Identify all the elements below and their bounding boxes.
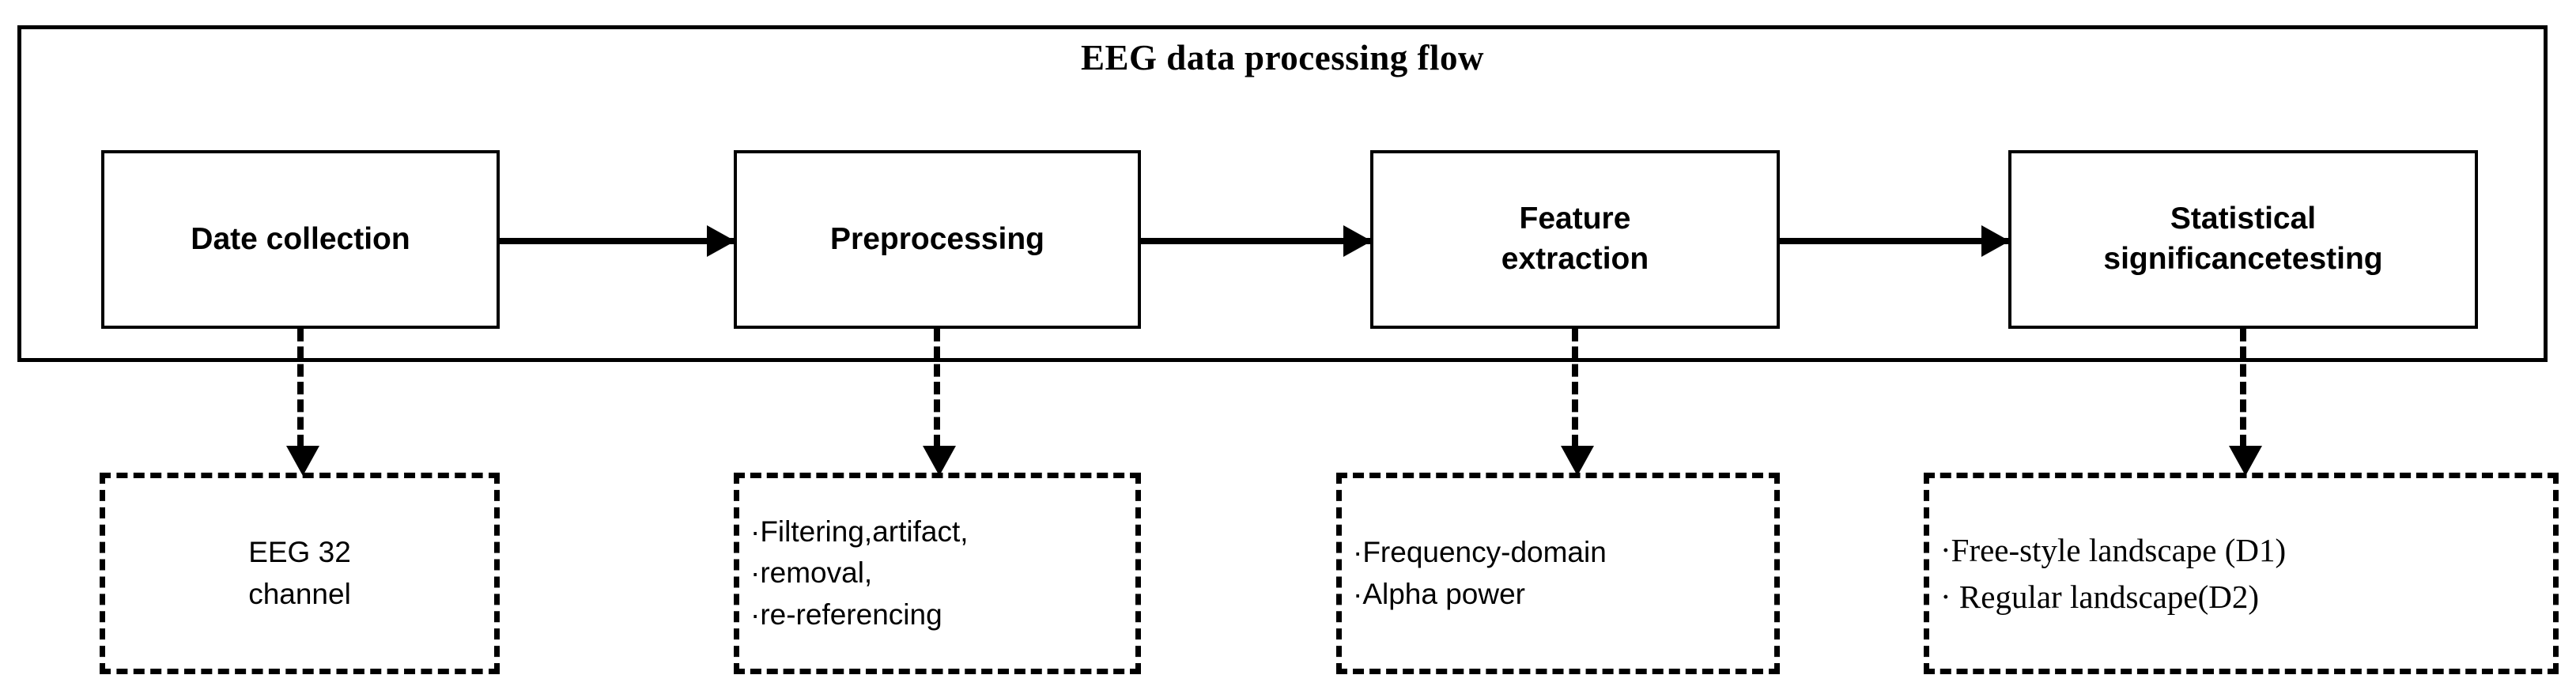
stage-label-line: Statistical <box>2170 202 2317 236</box>
detail-box-statistical-testing[interactable]: ·Free-style landscape (D1) · Regular lan… <box>1924 473 2559 674</box>
stage-label-line: Date collection <box>191 221 410 256</box>
arrow-head <box>1343 225 1372 257</box>
drop-arrow-down-dashed-icon <box>1561 329 1594 476</box>
detail-line: EEG 32 <box>248 535 351 568</box>
stage-label-line: significancetesting <box>2103 242 2383 276</box>
detail-line: channel <box>248 577 351 610</box>
stage-label-line: Feature <box>1519 202 1631 236</box>
arrow-head <box>286 446 319 476</box>
detail-line: ·Frequency-domain <box>1353 535 1607 568</box>
detail-box-preprocessing[interactable]: ·Filtering,artifact, ·removal, ·re-refer… <box>734 473 1141 674</box>
stage-box-preprocessing[interactable]: Preprocessing <box>734 150 1141 329</box>
flow-arrow-right-icon <box>1780 225 2010 257</box>
detail-line: ·re-referencing <box>750 598 942 631</box>
arrow-shaft <box>500 238 734 244</box>
arrow-head <box>2229 446 2262 476</box>
detail-line: ·Alpha power <box>1353 577 1526 610</box>
stage-label-line: extraction <box>1501 242 1649 276</box>
arrow-shaft <box>1780 238 2008 244</box>
detail-line: · Regular landscape(D2) <box>1940 578 2259 615</box>
drop-arrow-down-dashed-icon <box>923 329 956 476</box>
arrow-head <box>923 446 956 476</box>
flow-arrow-right-icon <box>1141 225 1372 257</box>
drop-arrow-down-dashed-icon <box>2229 329 2262 476</box>
page-title: EEG data processing flow <box>1081 38 1484 77</box>
stage-box-feature-extraction[interactable]: Feature extraction <box>1370 150 1780 329</box>
arrow-head <box>1981 225 2010 257</box>
arrow-shaft <box>1141 238 1370 244</box>
eeg-flow-frame <box>17 25 2548 362</box>
stage-box-statistical-testing[interactable]: Statistical significancetesting <box>2008 150 2478 329</box>
detail-line: ·Filtering,artifact, <box>750 515 969 548</box>
arrow-head <box>1561 446 1594 476</box>
detail-box-feature-extraction[interactable]: ·Frequency-domain ·Alpha power <box>1336 473 1780 674</box>
detail-box-data-collection[interactable]: EEG 32 channel <box>100 473 500 674</box>
drop-arrow-down-dashed-icon <box>286 329 319 476</box>
detail-line: ·removal, <box>750 556 873 590</box>
arrow-head <box>707 225 735 257</box>
flow-arrow-right-icon <box>500 225 735 257</box>
stage-box-data-collection[interactable]: Date collection <box>101 150 500 329</box>
detail-line: ·Free-style landscape (D1) <box>1940 532 2287 569</box>
stage-label-line: Preprocessing <box>830 221 1044 256</box>
